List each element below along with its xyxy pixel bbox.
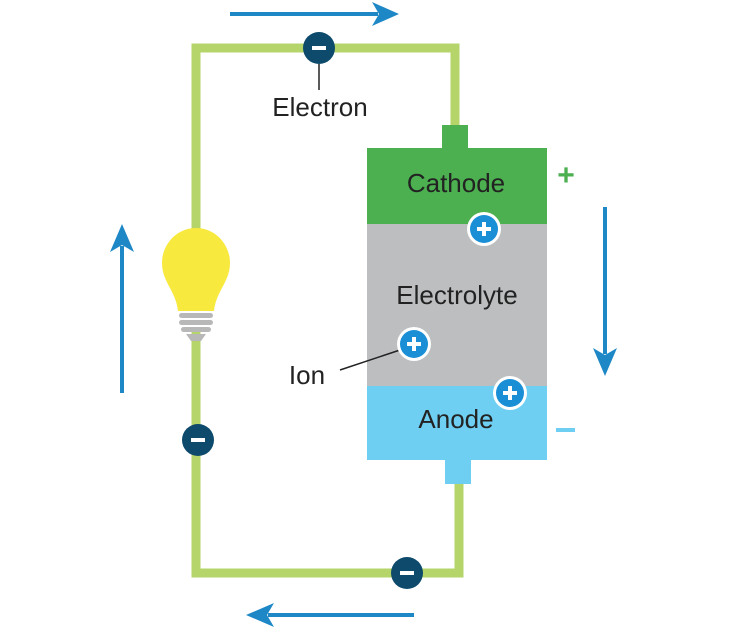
cathode-layer [367, 148, 547, 224]
light-bulb-icon [162, 228, 230, 341]
anode-label: Anode [418, 404, 493, 434]
cathode-label: Cathode [407, 168, 505, 198]
electron-minus-circle-icon [391, 557, 423, 589]
electrolyte-label: Electrolyte [396, 280, 517, 310]
ion-leader-line [339, 349, 401, 371]
electron-minus-circle-icon [182, 424, 214, 456]
ion-label: Ion [289, 360, 325, 390]
ion-plus-circle-icon [397, 327, 431, 361]
cathode-terminal [442, 125, 468, 150]
electron-label: Electron [272, 92, 367, 122]
ion-plus-circle-icon [493, 376, 527, 410]
anode-terminal [445, 458, 471, 484]
electron-minus-circle-icon [303, 32, 335, 64]
positive-terminal-sign: + [557, 159, 575, 192]
right-down-arrow-icon [593, 207, 617, 376]
negative-terminal-sign: – [0, 0, 575, 432]
top-right-arrow-icon [230, 2, 399, 26]
ion-plus-circle-icon [467, 212, 501, 246]
electrolyte-layer [367, 224, 547, 386]
left-up-arrow-icon [110, 224, 134, 393]
negative-terminal-text: – [0, 0, 1, 1]
bottom-left-arrow-icon [246, 603, 414, 627]
